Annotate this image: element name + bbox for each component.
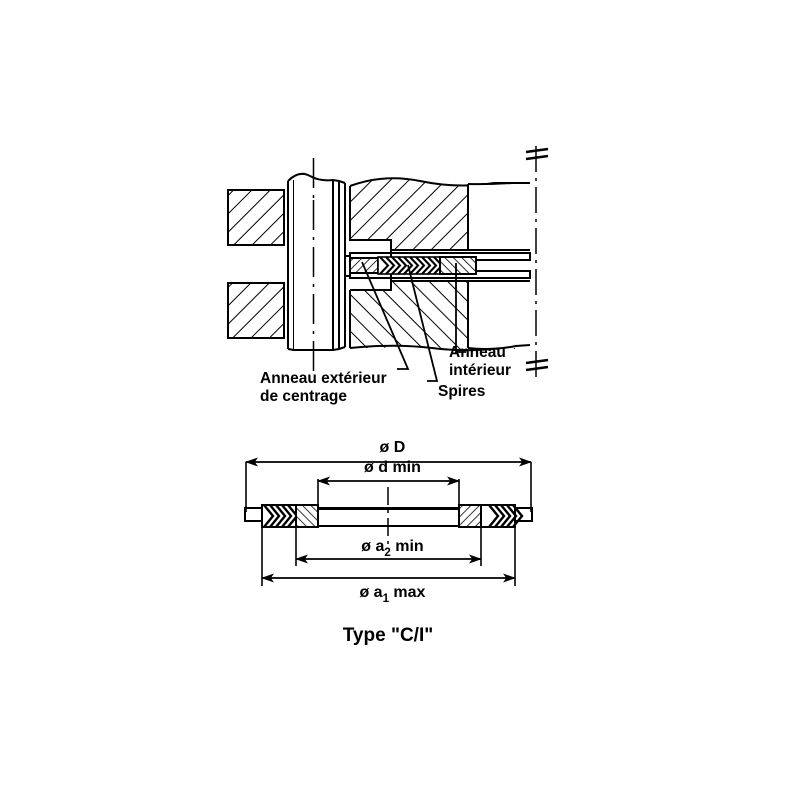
- gasket-right-windings: [488, 504, 524, 528]
- bottom-view-gasket: ø D ø d min ø a2 min ø a1 max Type "C/I": [244, 439, 533, 646]
- callout-spires: Spires: [438, 383, 485, 400]
- break-symbol-bottom-2: [525, 365, 549, 372]
- leader-anneau-exterieur: [361, 261, 410, 370]
- top-view-assembly: Anneau extérieur de centrage Spires Anne…: [227, 146, 549, 405]
- assembly-axis-right: [525, 146, 549, 378]
- callout-anneau-interieur-line1: Anneau: [449, 344, 506, 361]
- gasket-cross-section: [244, 487, 533, 548]
- leader-anneau-interieur: [455, 263, 466, 353]
- break-symbol-top-2: [525, 154, 549, 161]
- callout-anneau-interieur: Anneau intérieur: [449, 344, 511, 379]
- gasket-section-top-view: [345, 250, 531, 281]
- gasket-right-inner-ring: [458, 504, 482, 528]
- callout-anneau-interieur-line2: intérieur: [449, 362, 511, 379]
- callout-anneau-exterieur-line1: Anneau extérieur: [260, 370, 387, 387]
- right-upper-body: [349, 177, 530, 251]
- callout-spires-line1: Spires: [438, 383, 485, 400]
- callout-anneau-exterieur-line2: de centrage: [260, 388, 347, 405]
- dimension-label-od-min: ø d min: [324, 459, 452, 476]
- dimension-label-oD: ø D: [340, 439, 437, 456]
- callout-leaders: [361, 261, 466, 382]
- leader-spires: [407, 264, 439, 382]
- inner-ring-top: [439, 256, 477, 275]
- figure-title: Type "C/I": [343, 625, 434, 646]
- left-upper-flange-block: [227, 189, 285, 246]
- dimension-label-oa1-max: ø a1 max: [319, 584, 456, 605]
- callout-anneau-exterieur-de-centrage: Anneau extérieur de centrage: [260, 370, 387, 405]
- dimension-lines: [245, 457, 532, 583]
- break-symbol-top-1: [525, 147, 549, 154]
- dimension-label-oa2-min: ø a2 min: [321, 538, 455, 559]
- break-symbol-bottom-1: [525, 358, 549, 365]
- right-lower-body: [349, 280, 531, 353]
- left-lower-flange-block: [227, 282, 285, 339]
- gasket-left-windings: [263, 504, 299, 528]
- gasket-left-inner-ring: [295, 504, 319, 528]
